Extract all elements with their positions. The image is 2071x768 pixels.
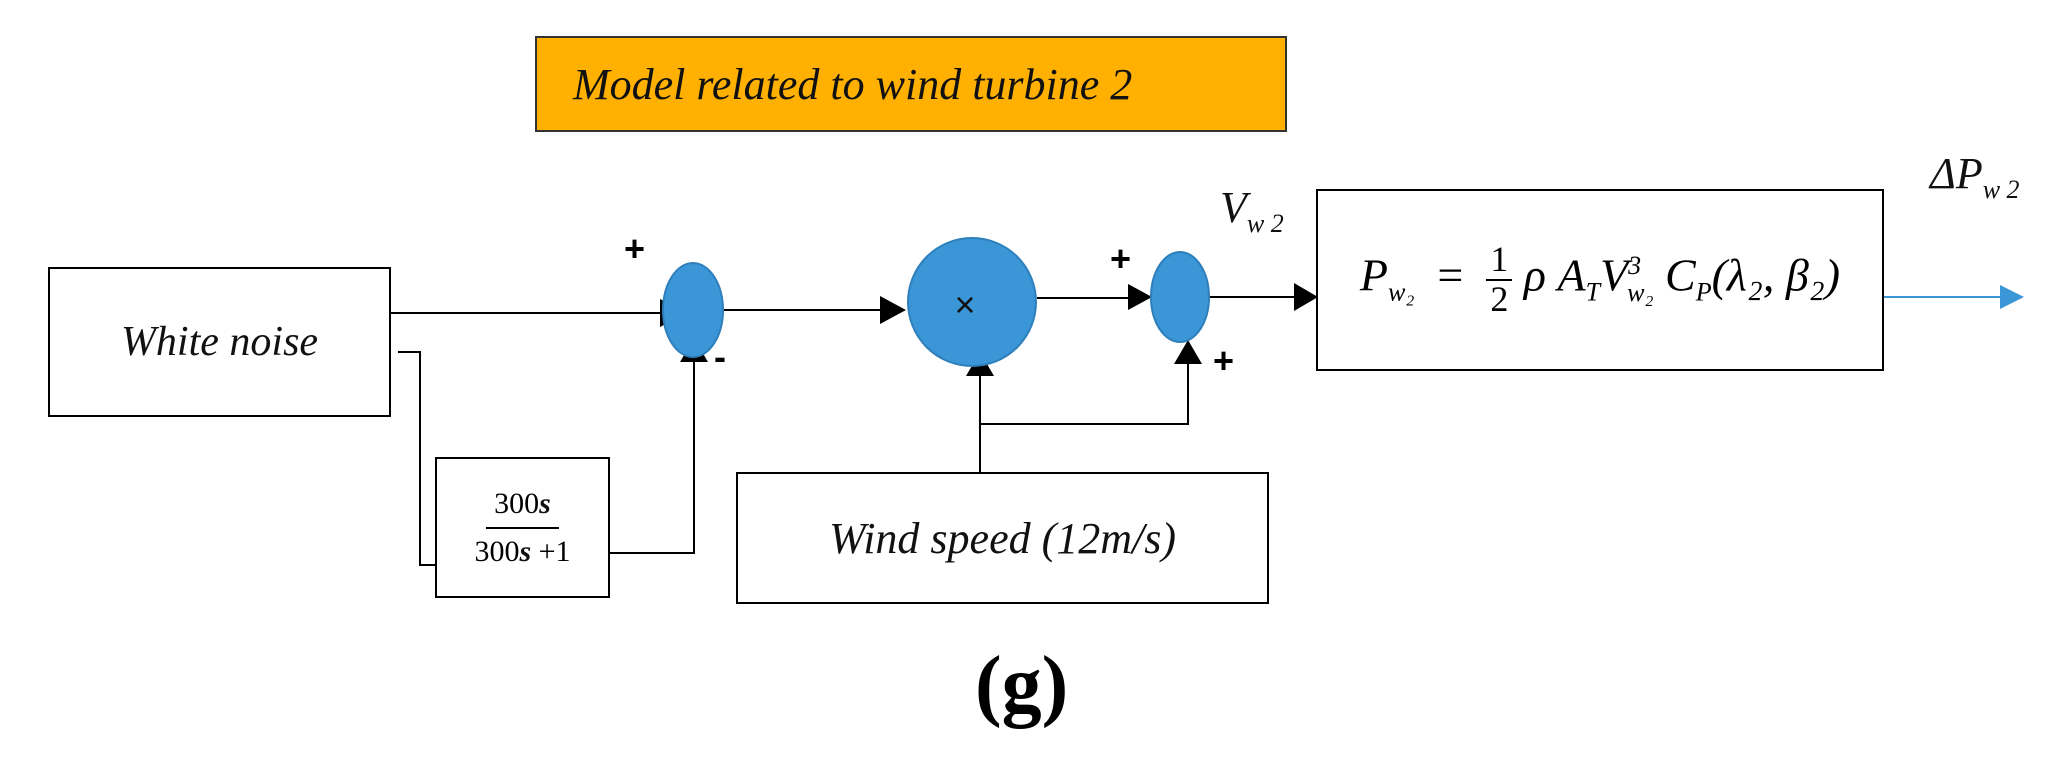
sum-junction-1 xyxy=(662,262,724,358)
white-noise-block: White noise xyxy=(48,267,391,417)
filter-transfer-function-block: 300s 300s +1 xyxy=(435,457,610,598)
arrowhead xyxy=(880,296,906,324)
output-arrowhead xyxy=(2000,285,2024,309)
power-equation-block: Pw₂ = 1 2 ρ ATV3w₂ CP(λ₂, β₂) xyxy=(1316,189,1884,371)
multiplier-symbol: × xyxy=(954,284,975,325)
wind-speed-label: Wind speed (12m/s) xyxy=(828,513,1177,563)
arrowhead xyxy=(1294,283,1318,311)
multiplier-node xyxy=(907,237,1037,367)
sum-junction-2 xyxy=(1150,251,1210,343)
wire-noise-to-filter xyxy=(398,351,435,566)
wire-wind-to-sum2 xyxy=(980,364,1189,425)
wire-filter-to-sum1 xyxy=(610,362,695,554)
signal-label-delta-pw2: ΔPw 2 xyxy=(1930,149,2020,204)
model-title-box: Model related to wind turbine 2 xyxy=(535,36,1287,132)
sum2-plus-sign: + xyxy=(1110,238,1132,279)
wind-speed-block: Wind speed (12m/s) xyxy=(736,472,1269,604)
sum1-minus-sign: - xyxy=(714,336,726,377)
figure-caption: (g) xyxy=(975,641,1069,729)
sum2-plus-sign-bottom: + xyxy=(1213,340,1235,381)
signal-label-vw2: Vw 2 xyxy=(1220,183,1284,238)
power-equation: Pw₂ = 1 2 ρ ATV3w₂ CP(λ₂, β₂) xyxy=(1359,239,1841,319)
white-noise-label: White noise xyxy=(120,319,319,365)
sum1-plus-sign: + xyxy=(624,228,646,269)
transfer-function-denominator: 300s +1 xyxy=(474,534,571,568)
arrowhead xyxy=(1174,340,1202,364)
model-title: Model related to wind turbine 2 xyxy=(573,59,1133,109)
arrowhead xyxy=(1128,284,1152,310)
transfer-function-numerator: 300s xyxy=(486,487,559,529)
